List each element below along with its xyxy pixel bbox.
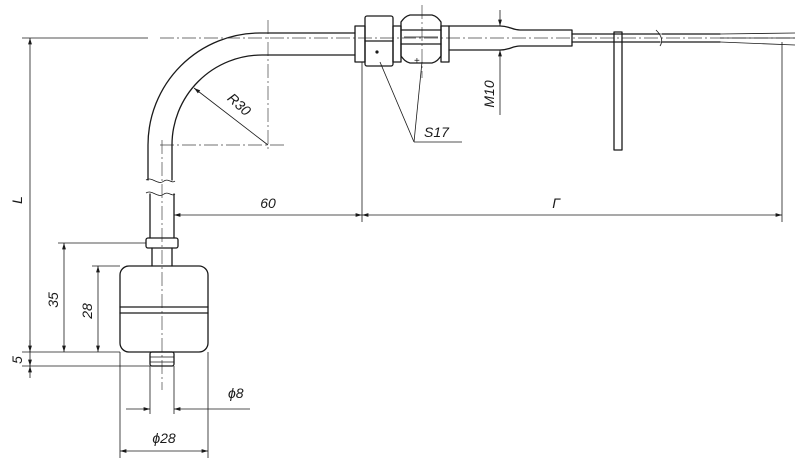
dimension-wrench-size: S17 bbox=[379, 61, 462, 143]
tip-diameter-label: ϕ8 bbox=[228, 385, 244, 401]
float-height-label: 28 bbox=[79, 303, 95, 320]
dimension-length: L bbox=[9, 37, 150, 367]
dimension-float-bottom: 5 bbox=[9, 340, 32, 378]
thread-label: M10 bbox=[481, 80, 497, 107]
fitting-nut: + bbox=[354, 14, 450, 67]
horizontal-offset-label: 60 bbox=[260, 195, 276, 211]
dimension-float-height: 28 bbox=[22, 265, 120, 353]
centre-lines bbox=[160, 5, 795, 390]
float-top-offset-label: 35 bbox=[45, 292, 61, 308]
float-body bbox=[119, 265, 209, 367]
dimension-float-diameter: ϕ28 bbox=[119, 352, 209, 458]
length-label: L bbox=[9, 196, 25, 204]
float-diameter-label: ϕ28 bbox=[152, 430, 176, 446]
cable-sleeve bbox=[448, 25, 796, 151]
float-bottom-offset-label: 5 bbox=[9, 356, 25, 364]
wrench-size-label: S17 bbox=[424, 124, 450, 140]
probe-tube bbox=[145, 32, 356, 239]
cable-length-label: Г bbox=[552, 195, 561, 211]
dimension-horizontal: 60 Г bbox=[174, 42, 783, 222]
dimension-bend-radius: R30 bbox=[193, 87, 269, 146]
dimension-tip-diameter: ϕ8 bbox=[126, 366, 250, 414]
dimension-float-top: 35 bbox=[45, 242, 146, 352]
dimension-thread: M10 bbox=[481, 10, 502, 115]
svg-text:+: + bbox=[414, 56, 420, 67]
